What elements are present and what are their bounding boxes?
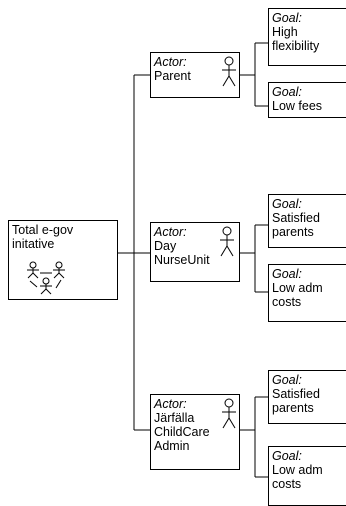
actor-name-line: Parent [154,69,191,83]
goal-label: Goal: [272,197,302,211]
goal-label: Goal: [272,11,302,25]
root-title-line: initative [12,237,55,251]
goal-label: Goal: [272,373,302,387]
goal-node: Goal: Low adm costs [268,446,346,506]
actor-label: Actor: [154,55,187,69]
stick-figure-icon [222,56,236,87]
goal-label: Goal: [272,267,302,281]
root-node: Total e-gov initative [8,220,118,300]
goal-text-line: Satisfied [272,211,320,225]
goal-node: Goal: High flexibility [268,8,346,66]
goal-label: Goal: [272,449,302,463]
goal-text-line: Low adm [272,281,323,295]
actor-node-jarfalla-childcare-admin: Actor: Järfälla ChildCare Admin [150,394,240,470]
goal-text-line: flexibility [272,39,320,53]
actor-label: Actor: [154,397,187,411]
actor-group-icon [27,261,65,295]
goal-text-line: costs [272,477,302,491]
goal-node: Goal: Low fees [268,82,346,118]
stick-figure-icon [222,398,236,429]
root-title-line: Total e-gov [12,223,74,237]
stick-figure-icon [220,226,234,257]
actor-node-parent: Actor: Parent [150,52,240,98]
goal-text-line: parents [272,225,314,239]
goal-node: Goal: Satisfied parents [268,370,346,424]
goal-label: Goal: [272,85,302,99]
actor-name-line: Day [154,239,177,253]
goal-text-line: parents [272,401,314,415]
goal-text-line: Low adm [272,463,323,477]
goal-node: Goal: Low adm costs [268,264,346,322]
goal-node: Goal: Satisfied parents [268,194,346,248]
goal-text-line: High [272,25,298,39]
actor-label: Actor: [154,225,187,239]
actor-node-day-nurse-unit: Actor: Day NurseUnit [150,222,240,282]
actor-name-line: Järfälla [154,411,195,425]
actor-name-line: ChildCare [154,425,210,439]
actor-name-line: NurseUnit [154,253,210,267]
goal-text-line: Satisfied [272,387,320,401]
goal-text-line: Low fees [272,99,323,113]
goal-text-line: costs [272,295,302,309]
actor-name-line: Admin [154,439,190,453]
